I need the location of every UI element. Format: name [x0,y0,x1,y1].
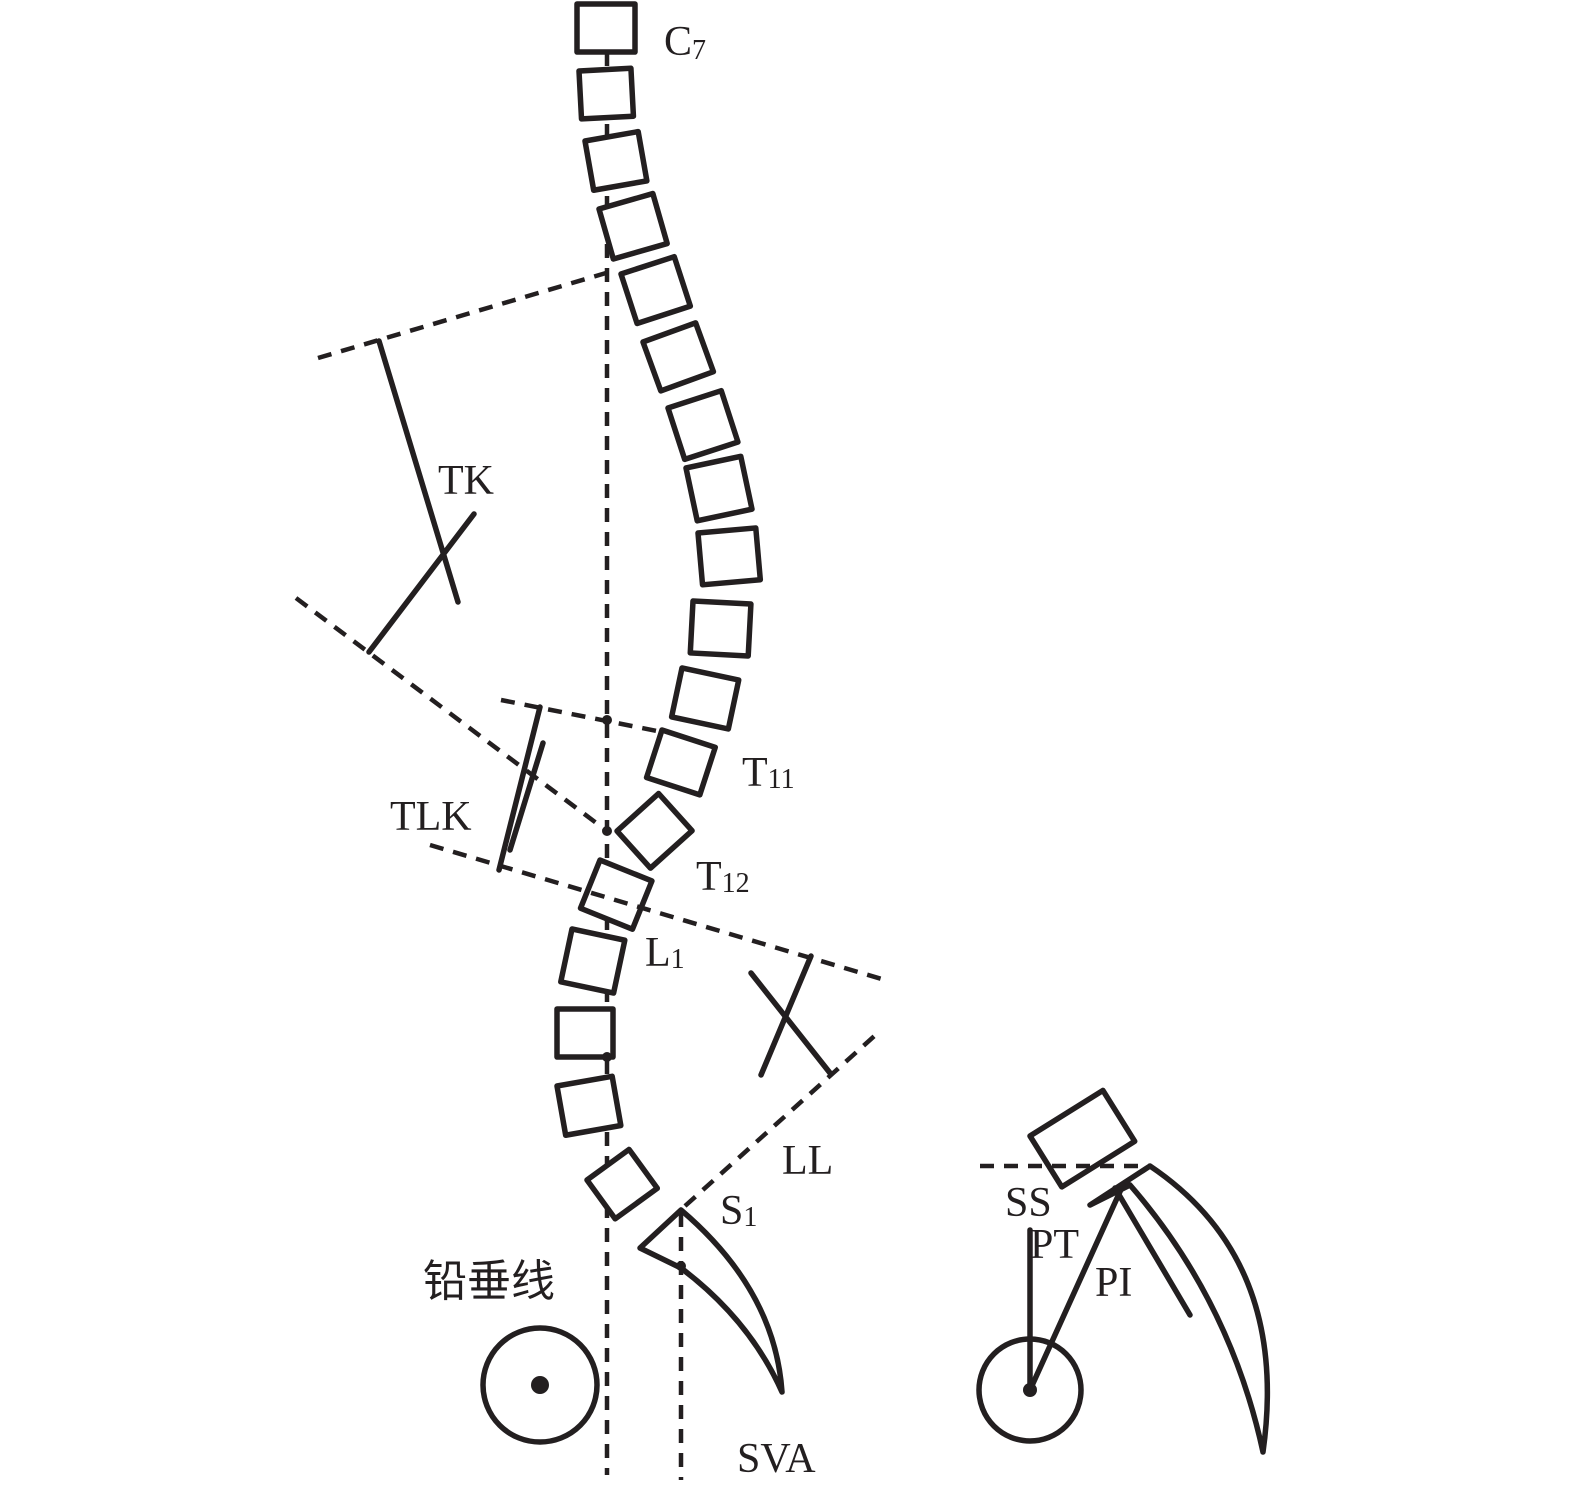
vertebra-l4 [554,1073,624,1138]
femoral-head-center-left [531,1376,549,1394]
label-s1: S1 [720,1188,757,1234]
label-pi: PI [1095,1260,1132,1306]
vertebra-t4 [618,253,694,327]
sacrum-left [637,1207,785,1395]
plumb-point [602,1052,612,1062]
vertebra-l3 [554,1006,616,1060]
vertebrae [554,1,764,1222]
femoral-head-center-right [1023,1383,1037,1397]
label-ss: SS [1005,1180,1052,1226]
femoral-head-left [480,1325,600,1445]
femoral-head-right [976,1336,1084,1444]
label-tlk: TLK [390,794,472,840]
vertebra-t10 [668,665,742,732]
label-l1: L1 [645,930,685,976]
vertebra-t5 [640,320,717,394]
label-plumb-line: 铅垂线 [423,1256,555,1307]
vertebra-t8 [695,525,764,588]
vertebra-t1 [576,65,637,122]
pt-line [1027,1182,1126,1393]
pelvis-detail [976,1087,1271,1455]
vertebra-t12 [614,790,695,871]
s1-point [676,1261,686,1271]
label-c7: C7 [664,19,706,66]
vertebra-t3 [596,190,670,262]
label-t12: T12 [696,854,750,900]
vertebra-l2 [558,926,628,996]
vertebra-t6 [665,387,741,463]
ll-angle [683,953,882,1208]
label-tk: TK [438,458,494,504]
vertebra-t9 [687,598,754,659]
vertebra-t7 [683,453,755,524]
pi-line [1112,1185,1193,1318]
label-ll: LL [782,1138,833,1184]
tk-angle [294,270,609,833]
vertebra-l1 [577,857,655,932]
vertebra-l5-pelvis [1027,1087,1138,1190]
label-pt: PT [1030,1222,1079,1268]
vertebra-t2 [582,128,650,193]
label-sva: SVA [737,1436,816,1482]
label-t11: T11 [742,750,795,796]
vertebra-c7 [574,1,638,55]
sacrum-right [1087,1163,1271,1455]
vertebra-t11 [643,727,719,798]
vertebra-l5 [584,1146,661,1222]
